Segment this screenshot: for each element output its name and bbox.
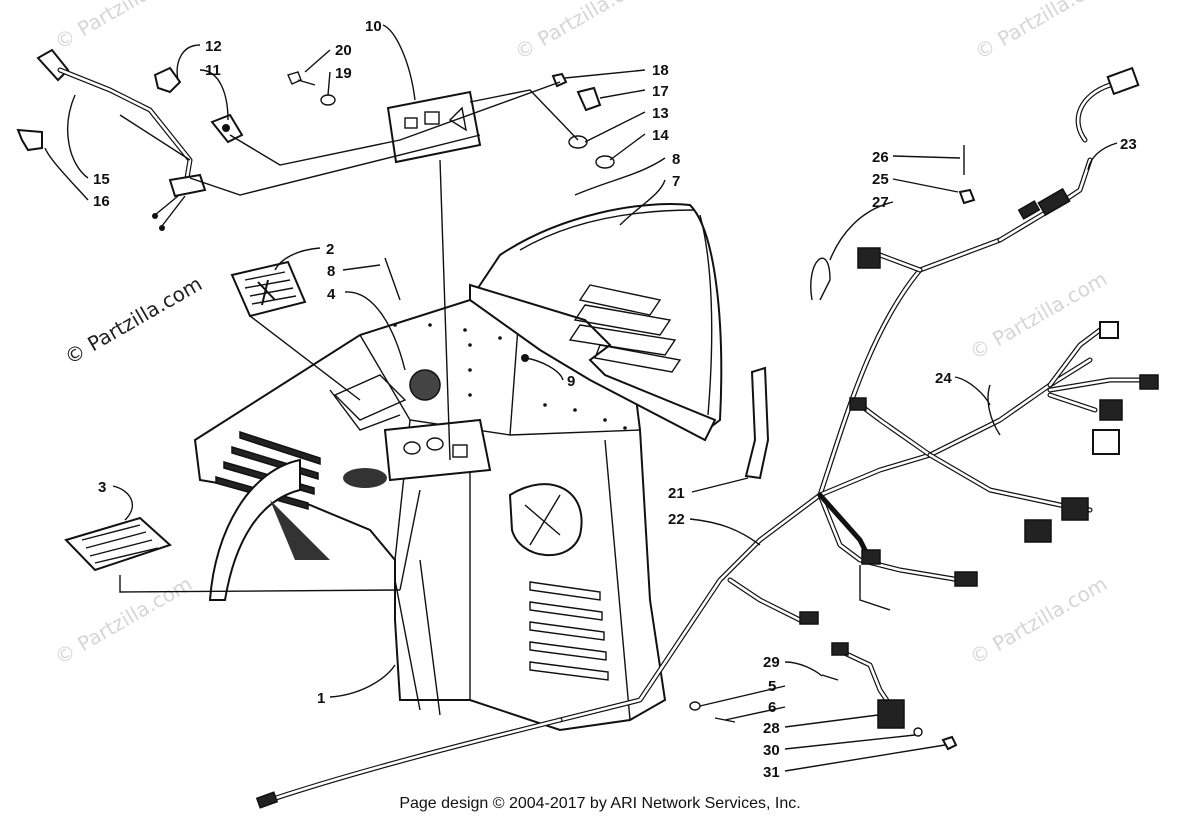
wiring-harness [255, 66, 1159, 809]
callout-18: 18 [652, 62, 669, 79]
watermark: © Partzilla.com [966, 266, 1112, 364]
callout-9: 9 [567, 373, 575, 390]
callout-6: 6 [768, 699, 776, 716]
callout-23: 23 [1120, 136, 1137, 153]
callout-4: 4 [327, 286, 336, 303]
callout-2: 2 [326, 241, 334, 258]
windshield-shroud [468, 203, 723, 442]
callout-29: 29 [763, 654, 780, 671]
watermark: © Partzilla.com [511, 0, 657, 64]
watermark: © Partzilla.com [51, 0, 197, 54]
callout-27: 27 [872, 194, 889, 211]
decal-2 [230, 260, 307, 318]
callout-20: 20 [335, 42, 352, 59]
switch-cluster [16, 48, 615, 231]
callout-16: 16 [93, 193, 110, 210]
watermark: © Partzilla.com [51, 571, 197, 669]
callout-14: 14 [652, 127, 669, 144]
leader-lines [44, 24, 1118, 772]
callout-5: 5 [768, 678, 776, 695]
watermark: © Partzilla.com [971, 0, 1117, 64]
front-vents [529, 581, 609, 681]
callout-12: 12 [205, 38, 222, 55]
callout-15: 15 [93, 171, 110, 188]
watermark: © Partzilla.com [966, 571, 1112, 669]
watermark-prominent: © Partzilla.com [61, 271, 207, 369]
callout-10: 10 [365, 18, 382, 35]
shroud-slats [568, 284, 682, 373]
callout-8-top: 8 [672, 151, 680, 168]
callout-28: 28 [763, 720, 780, 737]
decal-3 [64, 516, 172, 572]
console-hood [193, 299, 667, 732]
callout-21: 21 [668, 485, 685, 502]
callout-22: 22 [668, 511, 685, 528]
callout-3: 3 [98, 479, 106, 496]
bracket [744, 366, 770, 480]
callout-26: 26 [872, 149, 889, 166]
callout-19: 19 [335, 65, 352, 82]
callout-31: 31 [763, 764, 780, 781]
callout-1: 1 [317, 690, 325, 707]
callout-25: 25 [872, 171, 889, 188]
callout-13: 13 [652, 105, 669, 122]
footer-copyright: Page design © 2004-2017 by ARI Network S… [399, 795, 801, 812]
callout-7: 7 [672, 173, 680, 190]
mounting-holes [393, 323, 627, 430]
callout-24: 24 [935, 370, 952, 387]
callout-8-left: 8 [327, 263, 335, 280]
callout-30: 30 [763, 742, 780, 759]
callouts: 1 2 3 4 5 6 7 8 8 9 10 11 12 13 14 15 16… [93, 18, 1137, 781]
callout-17: 17 [652, 83, 669, 100]
callout-11: 11 [205, 62, 221, 79]
